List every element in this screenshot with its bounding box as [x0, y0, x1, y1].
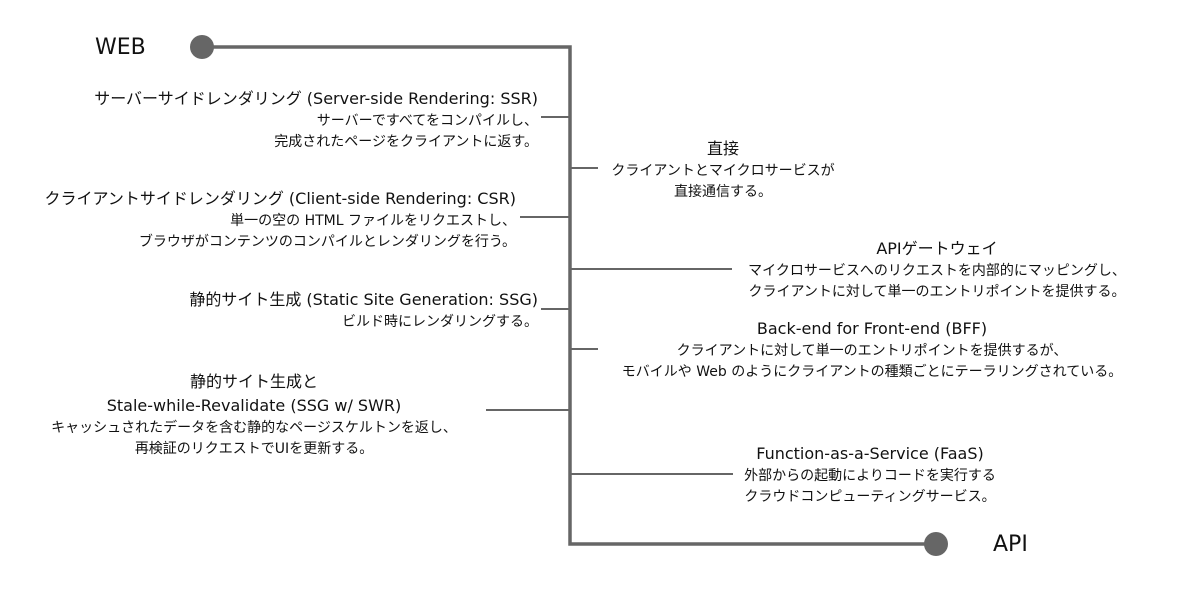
faas-block: Function-as-a-Service (FaaS) 外部からの起動によりコ…	[720, 442, 1020, 508]
ssg-title: 静的サイト生成 (Static Site Generation: SSG)	[189, 290, 538, 309]
csr-desc-line1: 単一の空の HTML ファイルをリクエストし、	[230, 213, 516, 229]
direct-title: 直接	[706, 139, 739, 158]
swr-title-line2: Stale-while-Revalidate (SSG w/ SWR)	[106, 396, 402, 415]
bff-block: Back-end for Front-end (BFF) クライアントに対して単…	[598, 317, 1146, 383]
ssg-desc-line1: ビルド時にレンダリングする。	[342, 314, 538, 330]
csr-block: クライアントサイドレンダリング (Client-side Rendering: …	[44, 187, 516, 253]
gateway-block: APIゲートウェイ マイクロサービスへのリクエストを内部的にマッピングし、 クラ…	[732, 237, 1142, 303]
bff-title: Back-end for Front-end (BFF)	[756, 319, 988, 338]
ssr-desc-line2: 完成されたページをクライアントに返す。	[274, 134, 538, 150]
swr-desc-line1: キャッシュされたデータを含む静的なページスケルトンを返し、	[51, 420, 457, 436]
main-flow-line	[202, 45, 936, 546]
direct-desc-line1: クライアントとマイクロサービスが	[611, 163, 835, 179]
gateway-title: APIゲートウェイ	[876, 239, 998, 258]
csr-title: クライアントサイドレンダリング (Client-side Rendering: …	[44, 189, 516, 208]
web-label: WEB	[95, 35, 146, 60]
web-endpoint-dot	[190, 35, 214, 59]
faas-desc-line1: 外部からの起動によりコードを実行する	[744, 468, 996, 484]
swr-desc-line2: 再検証のリクエストでUIを更新する。	[134, 441, 374, 457]
direct-desc-line2: 直接通信する。	[674, 184, 772, 200]
ssg-block: 静的サイト生成 (Static Site Generation: SSG) ビル…	[189, 288, 538, 333]
bff-desc-line1: クライアントに対して単一のエントリポイントを提供するが、	[676, 343, 1068, 359]
swr-title-line1: 静的サイト生成と	[189, 372, 318, 391]
api-endpoint-dot	[924, 532, 948, 556]
csr-desc-line2: ブラウザがコンテンツのコンパイルとレンダリングを行う。	[138, 234, 516, 250]
ssr-desc-line1: サーバーですべてをコンパイルし、	[316, 113, 538, 129]
direct-block: 直接 クライアントとマイクロサービスが 直接通信する。	[598, 137, 848, 203]
ssr-block: サーバーサイドレンダリング (Server-side Rendering: SS…	[94, 87, 538, 153]
faas-desc-line2: クラウドコンピューティングサービス。	[744, 489, 996, 505]
gateway-desc-line2: クライアントに対して単一のエントリポイントを提供する。	[748, 284, 1126, 300]
api-label: API	[993, 532, 1028, 557]
ssr-title: サーバーサイドレンダリング (Server-side Rendering: SS…	[94, 89, 538, 108]
swr-block: 静的サイト生成と Stale-while-Revalidate (SSG w/ …	[34, 370, 474, 460]
bff-desc-line2: モバイルや Web のようにクライアントの種類ごとにテーラリングされている。	[621, 364, 1123, 380]
faas-title: Function-as-a-Service (FaaS)	[756, 444, 984, 463]
gateway-desc-line1: マイクロサービスへのリクエストを内部的にマッピングし、	[748, 263, 1126, 279]
